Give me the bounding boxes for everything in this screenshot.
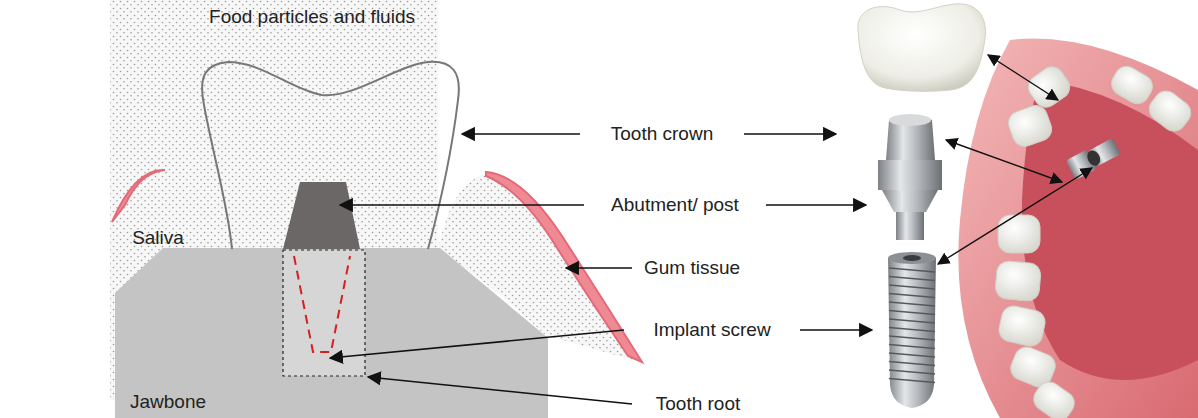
- screw-thread: [889, 353, 935, 357]
- part-label: Gum tissue: [644, 258, 740, 279]
- tooth: [997, 304, 1048, 348]
- illustration-arrows: [938, 55, 1092, 264]
- abutment: [283, 182, 360, 249]
- tooth: [994, 260, 1041, 302]
- implant-screw-outline: [294, 256, 350, 352]
- leader-arrow: [946, 140, 1062, 182]
- gum-left-edge: [112, 170, 165, 222]
- screw-thread: [889, 319, 935, 323]
- leader-arrow: [368, 377, 632, 404]
- region-label: Saliva: [132, 228, 184, 249]
- leader-arrow: [340, 204, 584, 206]
- part-label: Tooth root: [656, 394, 741, 415]
- jawbone: [115, 248, 548, 418]
- leader-arrow: [744, 133, 836, 135]
- screw-thread: [889, 379, 935, 383]
- abutment-3d: [878, 114, 942, 240]
- gum-left: [115, 172, 222, 250]
- screw-thread: [889, 268, 935, 272]
- leader-arrow: [988, 55, 1058, 100]
- screw-thread: [889, 345, 935, 349]
- tooth-crown: [202, 62, 459, 249]
- screw-thread: [889, 285, 935, 289]
- tooth: [1024, 62, 1075, 112]
- screw-thread: [889, 362, 935, 366]
- leader-arrow: [800, 329, 872, 331]
- leader-arrow: [566, 267, 632, 269]
- tooth-root-box: [283, 250, 365, 376]
- screw-thread: [889, 336, 935, 340]
- tooth: [1029, 377, 1079, 418]
- leader-arrow: [330, 330, 624, 358]
- leader-arrow: [938, 168, 1092, 264]
- leader-arrow: [766, 204, 866, 206]
- part-label: Tooth crown: [611, 124, 713, 145]
- tooth: [1107, 62, 1157, 108]
- screw-thread: [889, 328, 935, 332]
- screw-thread: [889, 370, 935, 374]
- crown-3d: [858, 4, 986, 91]
- tooth: [1005, 102, 1055, 150]
- screw-thread: [889, 294, 935, 298]
- part-label: Abutment/ post: [611, 195, 739, 216]
- screw-thread: [889, 302, 935, 306]
- leader-lines: [330, 134, 872, 404]
- leader-arrow: [462, 133, 580, 135]
- implant-screw-3d: [888, 252, 936, 408]
- screw-thread: [889, 277, 935, 281]
- tooth: [998, 215, 1040, 253]
- region-label: Jawbone: [130, 392, 206, 413]
- screw-thread: [889, 311, 935, 315]
- region-label: Food particles and fluids: [209, 7, 415, 28]
- tooth: [1144, 86, 1195, 136]
- part-label: Implant screw: [653, 320, 770, 341]
